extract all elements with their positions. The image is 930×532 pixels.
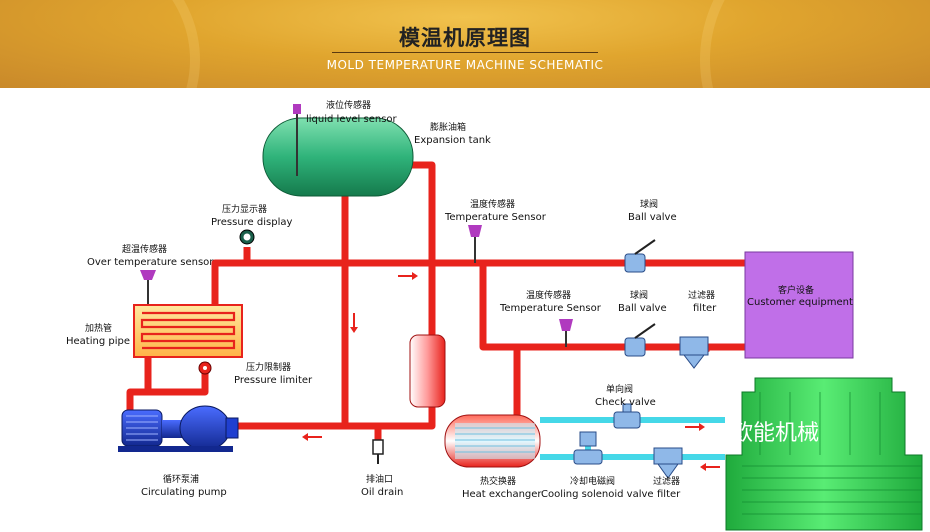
filter-bottom — [653, 447, 683, 479]
filter-mid-label-cn: 过滤器 — [688, 289, 715, 301]
hot-pipe-pump-heater — [144, 356, 160, 396]
heat-exchanger — [444, 414, 541, 468]
red-buffer-tank — [409, 334, 446, 408]
expansion-tank-label-en: Expansion tank — [414, 135, 491, 146]
hot-pipe-pump-side — [126, 388, 148, 410]
check-valve — [613, 403, 641, 429]
hot-pipe-return-customer — [479, 263, 745, 351]
filter-bottom-label-cn: 过滤器 — [653, 475, 680, 487]
expansion-tank-label-cn: 膨胀油箱 — [430, 121, 466, 133]
pressure-display-label-en: Pressure display — [211, 217, 292, 228]
cooling-tower — [725, 377, 923, 531]
customer-equipment-label-en: Customer equipment — [747, 297, 853, 308]
cooling-tower-label: 欧能机械 — [731, 421, 819, 446]
banner-decoration — [0, 0, 200, 88]
pressure-display-label-cn: 压力显示器 — [222, 203, 267, 215]
ball-valve-mid-label-en: Ball valve — [618, 303, 667, 314]
oil-drain-label-cn: 排油口 — [366, 473, 393, 485]
customer-equipment-box — [744, 251, 854, 359]
over-temp-sensor-label-en: Over temperature sensor — [87, 257, 214, 268]
flow-arrow — [398, 272, 418, 280]
ball-valve-middle — [624, 323, 656, 357]
heat-exchanger-label-cn: 热交换器 — [480, 475, 516, 487]
heating-pipe-label-en: Heating pipe — [66, 336, 130, 347]
flow-arrow — [700, 463, 720, 471]
diagram-labels: 液位传感器 liquid level sensor 膨胀油箱 Expansion… — [66, 99, 853, 500]
flow-arrow — [302, 433, 322, 441]
cooling-solenoid-label-cn: 冷却电磁阀 — [570, 475, 615, 487]
oil-drain-label-en: Oil drain — [361, 487, 403, 498]
pressure-limiter — [198, 361, 212, 375]
hot-pipe-return-bottom — [230, 402, 436, 430]
hot-pipe-limiter-stub — [148, 362, 209, 396]
level-sensor-head — [293, 104, 301, 114]
temperature-sensor-top — [468, 225, 482, 263]
check-valve-label-cn: 单向阀 — [606, 383, 633, 395]
cooling-solenoid-valve — [573, 431, 603, 465]
filter-bottom-label-en: filter — [657, 489, 681, 500]
customer-equipment-label-cn: 客户设备 — [778, 284, 814, 296]
expansion-tank — [262, 104, 414, 197]
hot-pipe-supply-main — [211, 259, 745, 305]
temp-sensor-top-label-cn: 温度传感器 — [470, 198, 515, 210]
pressure-limiter-label-cn: 压力限制器 — [246, 361, 291, 373]
flow-arrow — [350, 313, 358, 333]
pressure-limiter-label-en: Pressure limiter — [234, 375, 313, 386]
title-divider — [332, 52, 598, 53]
liquid-level-sensor-label-en: liquid level sensor — [306, 114, 398, 125]
header-banner: 模温机原理图 MOLD TEMPERATURE MACHINE SCHEMATI… — [0, 0, 930, 88]
heating-pipe-label-cn: 加热管 — [85, 322, 112, 334]
temp-sensor-mid-label-cn: 温度传感器 — [526, 289, 571, 301]
hot-pipe-network — [126, 161, 745, 446]
filter-middle — [679, 336, 709, 369]
over-temp-sensor-label-cn: 超温传感器 — [122, 243, 167, 255]
heat-exchanger-label-en: Heat exchanger — [462, 489, 542, 500]
page-subtitle: MOLD TEMPERATURE MACHINE SCHEMATIC — [326, 58, 604, 72]
ball-valve-top-label-cn: 球阀 — [640, 198, 658, 210]
ball-valve-mid-label-cn: 球阀 — [630, 289, 648, 301]
circulating-pump — [118, 405, 239, 452]
check-valve-label-en: Check valve — [595, 397, 656, 408]
banner-decoration — [700, 0, 930, 88]
liquid-level-sensor-label-cn: 液位传感器 — [326, 99, 371, 111]
temp-sensor-top-label-en: Temperature Sensor — [444, 212, 547, 223]
pressure-display-gauge — [239, 229, 255, 245]
hot-pipe-tank-side — [412, 161, 436, 335]
temperature-sensor-middle — [559, 319, 573, 347]
ball-valve-top-label-en: Ball valve — [628, 212, 677, 223]
cooling-solenoid-label-en: Cooling solenoid valve — [541, 489, 654, 500]
circulating-pump-label-cn: 循环泵浦 — [163, 473, 199, 485]
filter-mid-label-en: filter — [693, 303, 717, 314]
heating-pipe-unit — [133, 304, 243, 358]
circulating-pump-label-en: Circulating pump — [141, 487, 227, 498]
flow-arrow — [685, 423, 705, 431]
page-title: 模温机原理图 — [399, 26, 531, 50]
ball-valve-top — [624, 239, 656, 273]
over-temp-sensor — [140, 270, 156, 305]
oil-drain-valve — [372, 439, 384, 464]
schematic-diagram: 液位传感器 liquid level sensor 膨胀油箱 Expansion… — [66, 99, 923, 531]
temp-sensor-mid-label-en: Temperature Sensor — [499, 303, 602, 314]
